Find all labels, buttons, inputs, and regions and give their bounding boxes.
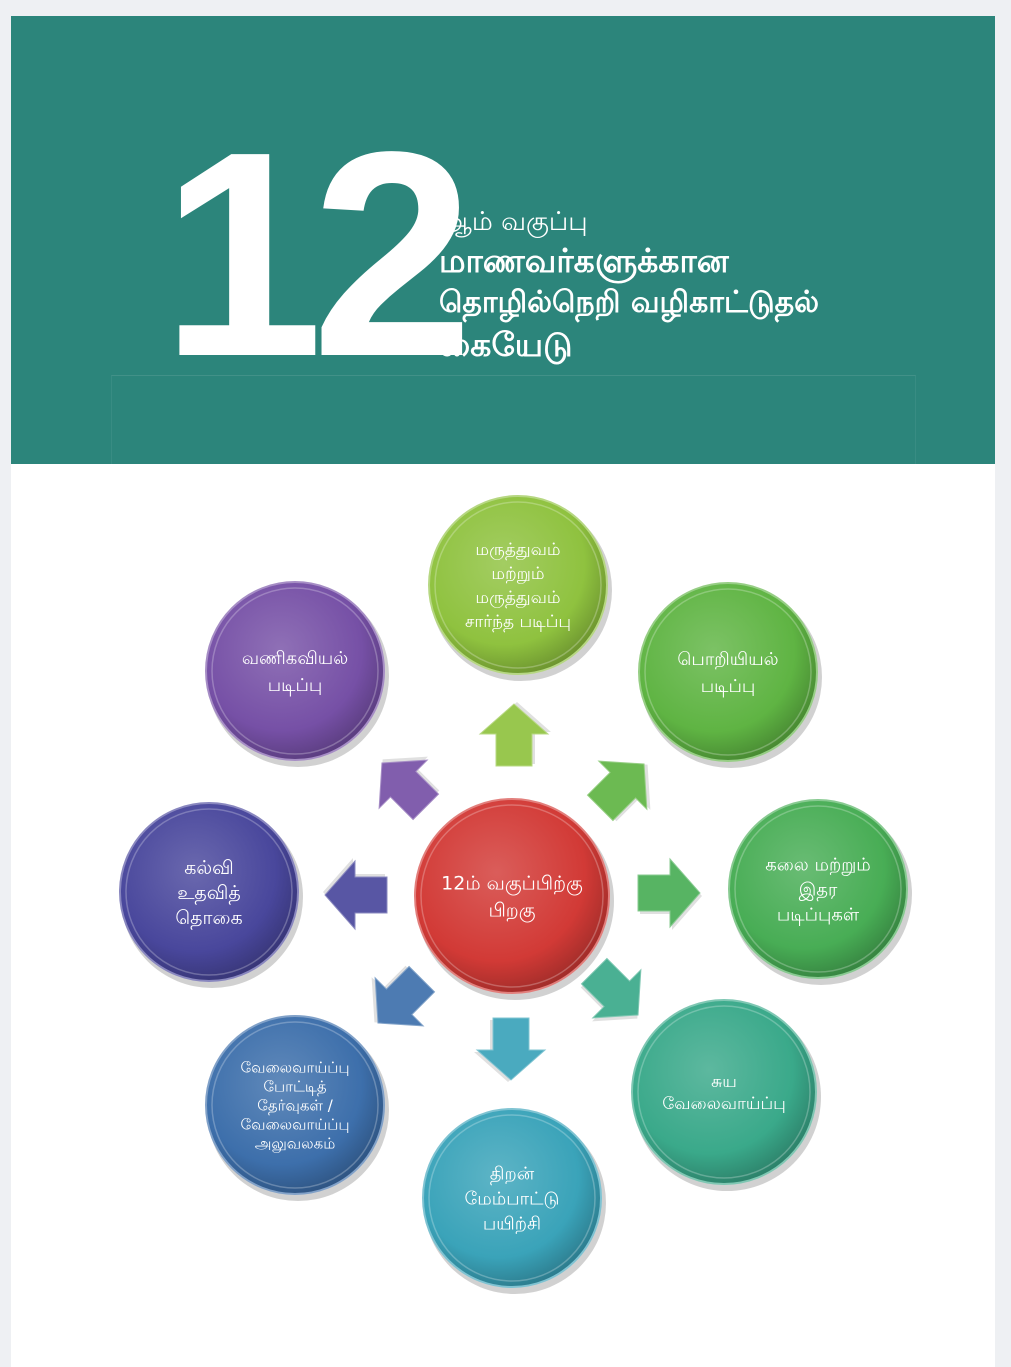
arrow-employment-exams [371,965,436,1027]
page: 12 ஆம் வகுப்பு மாணவர்களுக்கான தொழில்நெறி… [11,16,995,1367]
node-medical: மருத்துவம் மற்றும் மருத்துவம் சார்ந்த படிப்… [428,495,612,681]
node-skill-training-label-line: திறன் [490,1163,535,1185]
node-medical-ring [434,501,602,669]
node-scholarship: கல்வி உதவித்தொகை [119,802,303,988]
node-medical-circle [428,495,608,675]
node-arts-ring [734,805,902,973]
arrow-medical [478,702,551,767]
node-self-employment-ring [637,1005,811,1179]
title-line-1: மாணவர்களுக்கான [439,241,729,280]
node-arts-circle [728,799,908,979]
node-scholarship-ring [125,808,293,976]
node-commerce-label-line: வணிகவியல் [242,648,348,669]
node-medical-label-line: மற்றும் [491,564,544,584]
node-engineering-label-line: படிப்பு [701,676,756,697]
node-medical-label-line: மருத்துவம் [475,588,560,608]
node-skill-training-ring [428,1114,596,1282]
arrow-engineering [586,760,651,822]
node-engineering-label-line: பொறியியல் [677,649,778,670]
career-paths-diagram: மருத்துவம் மற்றும் மருத்துவம் சார்ந்த படிப்… [119,495,912,1294]
center-node-circle [414,798,610,994]
node-engineering: பொறியியல் படிப்பு [638,582,822,768]
node-engineering-ring [644,588,812,756]
arrow-commerce [378,756,440,821]
node-employment-exams-label-line: வேலைவாய்ப்பு [240,1058,349,1076]
header-banner: 12 ஆம் வகுப்பு மாணவர்களுக்கான தொழில்நெறி… [11,16,995,465]
node-scholarship-label-line: கல்வி [184,857,234,879]
node-arts-label-line: கலை மற்றும் [765,854,870,875]
center-node-label-line: பிறகு [488,899,535,922]
nodes-layer: மருத்துவம் மற்றும் மருத்துவம் சார்ந்த படிப்… [119,495,912,1294]
node-employment-exams-label-line: அலுவலகம் [255,1134,336,1153]
grade-number: 12 [161,91,474,417]
title-subtitle: ஆம் வகுப்பு [439,207,588,237]
node-skill-training: திறன் மேம்பாட்டு பயிற்சி [422,1108,606,1294]
node-commerce: வணிகவியல் படிப்பு [205,581,389,767]
node-arts-label-line: இதர [799,879,838,901]
node-medical-label-line: மருத்துவம் [475,540,560,560]
node-self-employment-label-line: வேலைவாய்ப்பு [662,1094,786,1114]
title-line-2: தொழில்நெறி வழிகாட்டுதல் [439,285,820,320]
node-medical-label-line: சார்ந்த படிப்பு [465,612,571,632]
node-employment-exams-ring [211,1021,379,1189]
node-self-employment-label-line: சுய [711,1072,737,1092]
node-arts-label-line: படிப்புகள் [777,904,860,925]
handbook-title: ஆம் வகுப்பு மாணவர்களுக்கான தொழில்நெறி வழ… [439,204,889,366]
arrow-skill-training [474,1017,547,1082]
node-scholarship-label-line: உதவித் [177,882,241,905]
node-employment-exams-label-line: போட்டித் [263,1077,327,1095]
arrow-scholarship [323,858,388,931]
node-skill-training-label-line: பயிற்சி [483,1213,541,1234]
node-skill-training-circle [422,1108,602,1288]
node-self-employment-circle [631,999,817,1185]
title-line-3: கையேடு [439,325,573,364]
node-employment-exams-label-line: வேலைவாய்ப்பு [240,1115,349,1133]
node-commerce-label-line: படிப்பு [268,675,323,696]
node-employment-exams-label-line: தேர்வுகள் / [257,1096,334,1114]
node-scholarship-circle [119,802,299,982]
center-node: 12ம் வகுப்பிற்கு பிறகு [414,798,614,1000]
node-commerce-ring [211,587,379,755]
center-node-label-line: 12ம் வகுப்பிற்கு [441,872,583,895]
node-employment-exams-circle [205,1015,385,1195]
node-self-employment: சுயவேலைவாய்ப்பு [631,999,821,1191]
node-employment-exams: வேலைவாய்ப்புபோட்டித்தேர்வுகள் /வேலைவாய்ப… [205,1015,389,1201]
node-skill-training-label-line: மேம்பாட்டு [465,1188,560,1209]
node-engineering-circle [638,582,818,762]
node-scholarship-label-line: தொகை [175,907,242,930]
center-node-ring [420,804,604,988]
node-commerce-circle [205,581,385,761]
arrow-self-employment [580,957,642,1022]
node-arts: கலை மற்றும் இதர படிப்புகள் [728,799,912,985]
arrow-arts [637,857,702,930]
arrows-layer [323,702,702,1082]
banner-divider [111,375,916,465]
